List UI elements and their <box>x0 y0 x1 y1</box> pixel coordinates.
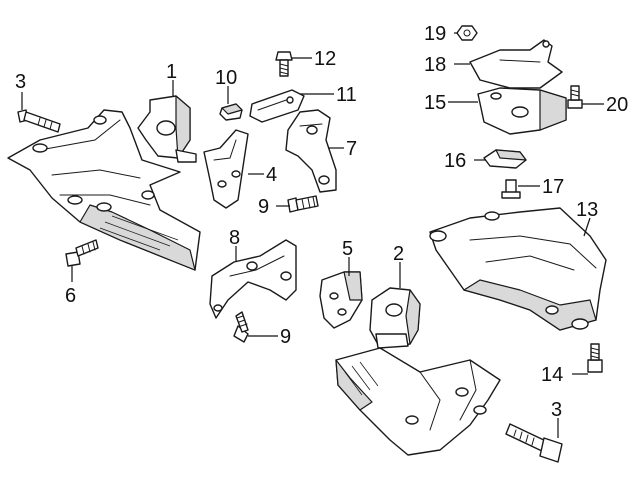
part-2-trans-mount <box>369 287 421 349</box>
callout-20: 20 <box>606 94 628 116</box>
callout-3-lower: 3 <box>551 399 562 421</box>
callout-9-upper: 9 <box>258 196 269 218</box>
callout-13: 13 <box>576 199 598 221</box>
part-9-bolt-upper <box>287 195 319 213</box>
callout-5: 5 <box>342 238 353 260</box>
callout-14: 14 <box>541 364 563 386</box>
part-3-bolt-upper <box>17 109 61 133</box>
leader-lines <box>21 32 604 438</box>
part-5-bracket <box>319 271 363 329</box>
callout-2: 2 <box>393 243 404 265</box>
part-20-bolt <box>567 85 583 109</box>
part-13-crossmember <box>429 207 607 331</box>
callout-12: 12 <box>314 48 336 70</box>
callout-17: 17 <box>542 176 564 198</box>
part-8-bracket <box>209 239 297 319</box>
callout-3-upper: 3 <box>15 71 26 93</box>
right-subframe <box>335 347 501 456</box>
callout-6: 6 <box>65 285 76 307</box>
callout-11: 11 <box>336 84 357 106</box>
callout-15: 15 <box>424 92 446 114</box>
callout-16: 16 <box>444 150 466 172</box>
part-17-bolt <box>501 179 521 199</box>
part-16-plate <box>483 149 527 169</box>
part-12-bolt <box>275 51 293 77</box>
callout-19: 19 <box>424 23 446 45</box>
part-3-bolt-lower <box>505 423 563 463</box>
part-19-nut <box>456 25 478 41</box>
left-subframe <box>7 109 201 271</box>
part-9-bolt-lower <box>233 311 249 343</box>
callout-7: 7 <box>346 138 357 160</box>
callout-labels: 1 2 3 3 4 5 6 7 8 9 9 10 11 12 13 14 15 … <box>15 23 628 421</box>
part-7-bracket <box>285 109 337 193</box>
part-4-bracket <box>203 129 249 209</box>
callout-8: 8 <box>229 227 240 249</box>
part-6-bolt <box>65 239 99 267</box>
callout-1: 1 <box>166 61 177 83</box>
part-10-pad <box>219 103 243 121</box>
callout-10: 10 <box>215 67 237 89</box>
callout-18: 18 <box>424 54 446 76</box>
part-18-plate <box>469 39 563 89</box>
part-1-engine-mount <box>137 95 197 163</box>
part-11-shield <box>249 89 305 123</box>
part-14-bolt <box>587 343 603 373</box>
part-15-mount <box>477 87 567 135</box>
callout-4: 4 <box>266 164 277 186</box>
callout-9-lower: 9 <box>280 326 291 348</box>
